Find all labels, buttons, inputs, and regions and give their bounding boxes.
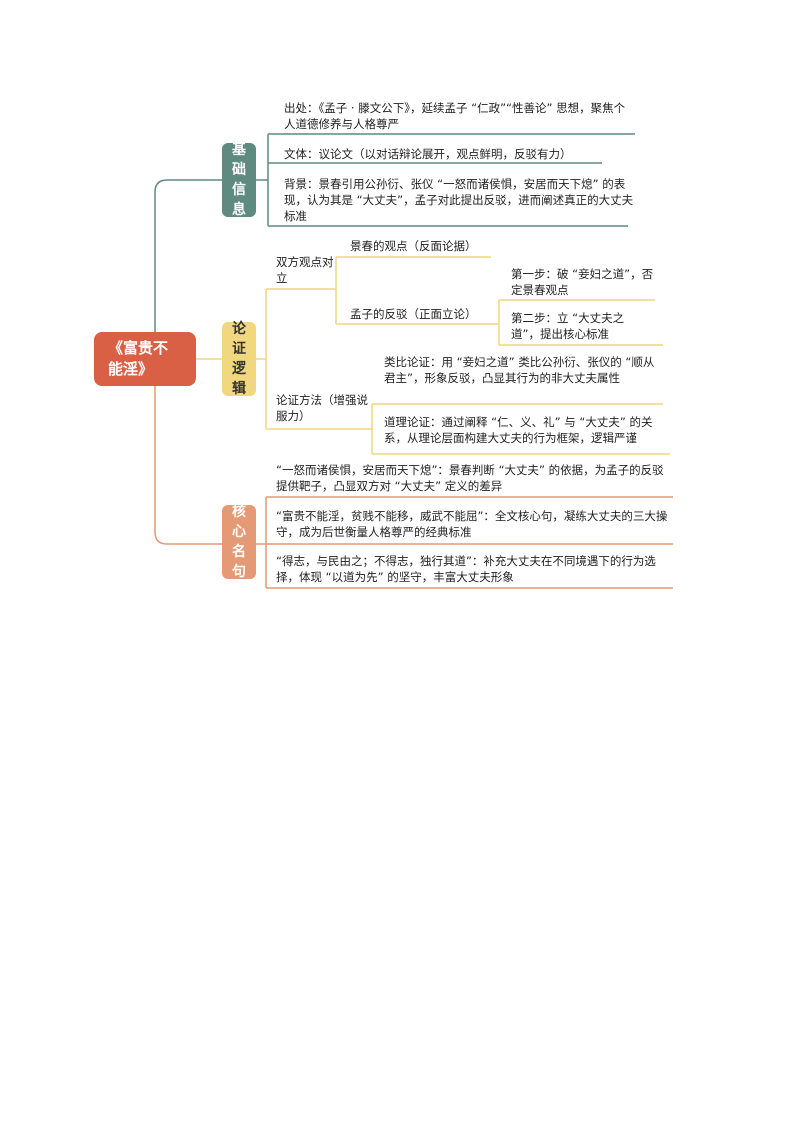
quote-two: “富贵不能淫，贫贱不能移，威武不能屈”：全文核心句，凝练大丈夫的三大操守，成为后… <box>276 509 668 539</box>
method-analogy: 类比论证：用 “妾妇之道” 类比公孙衍、张仪的 “顺从君主”，形象反驳，凸显其行… <box>384 355 655 385</box>
connector-root-basic <box>154 179 222 332</box>
logic-methods-label: 论证方法（增强说服力） <box>276 393 368 423</box>
basic-genre: 文体：议论文（以对话辩论展开，观点鲜明，反驳有力） <box>284 147 572 161</box>
quote-one: “一怒而诸侯惧，安居而天下熄”：景春判断 “大丈夫” 的依据，为孟子的反驳提供靶… <box>276 463 664 493</box>
method-reasoning: 道理论证：通过阐释 “仁、义、礼” 与 “大丈夫” 的关系，从理论层面构建大丈夫… <box>384 415 653 445</box>
connector-methods <box>371 403 670 455</box>
connector-logic-main <box>256 288 372 430</box>
connector-steps <box>498 299 663 346</box>
quote-three: “得志，与民由之；不得志，独行其道”：补充大丈夫在不同境遇下的行为选择，体现 “… <box>276 554 656 584</box>
branch-key-quotes: 核 心 名 句 <box>222 504 256 580</box>
step-one: 第一步：破 “妾妇之道”，否定景春观点 <box>511 267 654 297</box>
connector-root-quote <box>154 386 222 545</box>
branch-argument-logic: 论 证 逻 辑 <box>222 321 256 397</box>
view-mencius: 孟子的反驳（正面立论） <box>350 307 477 321</box>
logic-views-label: 双方观点对立 <box>276 255 334 285</box>
connector-quote-items <box>256 496 673 589</box>
root-topic: 《富贵不 能淫》 <box>94 332 196 386</box>
connector-basic-items <box>256 133 635 227</box>
connector-views <box>335 256 499 325</box>
step-two: 第二步：立 “大丈夫之道”，提出核心标准 <box>511 311 625 341</box>
branch-basic-info: 基 础 信 息 <box>222 142 256 218</box>
view-jingchun: 景春的观点（反面论据） <box>350 239 477 253</box>
basic-background: 背景：景春引用公孙衍、张仪 “一怒而诸侯惧，安居而天下熄” 的表现，认为其是 “… <box>284 177 634 223</box>
basic-source: 出处：《孟子 · 滕文公下》，延续孟子 “仁政”“性善论” 思想，聚焦个人道德修… <box>284 101 626 131</box>
